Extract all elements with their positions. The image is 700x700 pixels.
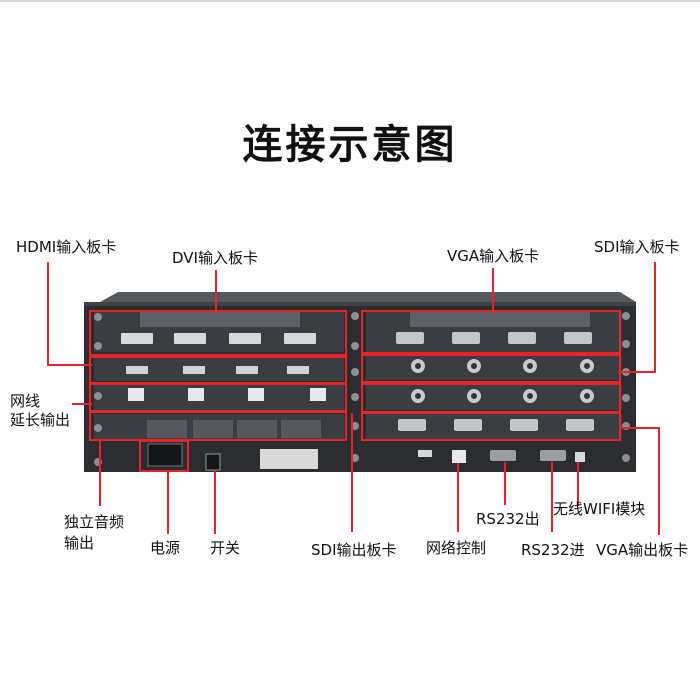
vga-in-highlight-box [361,310,621,354]
dvi-ports [121,333,316,344]
dvi-highlight-box [89,310,347,356]
sdi-in-highlight-box [361,354,621,383]
label-wifi-module: 无线WIFI模块 [553,500,646,518]
chassis-edge [84,302,636,306]
warning-label [260,449,318,469]
power-inlet [147,443,183,467]
leader-lines [47,262,660,535]
power-highlight-box [139,440,189,472]
sdi-output-card [366,384,622,410]
label-power: 电源 [150,539,181,557]
sdi-out-ports [411,389,594,403]
vga-in-ports [396,332,592,344]
label-audio-output-1: 独立音频 [64,513,125,531]
page-title: 连接示意图 [242,122,458,168]
chassis-top [100,292,636,302]
audio-highlight-box [89,411,347,441]
vga-label-plate [410,312,590,327]
label-sdi-input-card: SDI输入板卡 [594,238,680,256]
label-vga-output-card: VGA输出板卡 [596,541,689,559]
label-network-control: 网络控制 [426,539,487,557]
label-rs232-out: RS232出 [476,510,540,528]
label-dvi-input-card: DVI输入板卡 [172,249,258,267]
label-audio-output-2: 输出 [64,534,95,552]
dvi-label-plate [140,312,300,327]
hdmi-ports [126,366,309,374]
label-network-extension-1: 网线 [10,392,41,410]
power-switch-body [205,453,221,471]
label-vga-input-card: VGA输入板卡 [447,247,540,265]
vga-out-highlight-box [361,412,621,441]
top-divider [0,0,700,2]
hdmi-out-ports [147,420,321,438]
sdi-in-ports [411,359,594,373]
label-switch: 开关 [210,539,241,557]
utp-ports [128,388,326,401]
label-sdi-output-card: SDI输出板卡 [311,541,397,559]
label-network-extension-2: 延长输出 [10,411,71,429]
control-panel-ports [418,450,585,463]
vga-out-ports [398,419,594,431]
label-rs232-in: RS232进 [521,541,585,559]
label-hdmi-input-card: HDMI输入板卡 [16,238,117,256]
sdi-input-card [366,356,622,380]
